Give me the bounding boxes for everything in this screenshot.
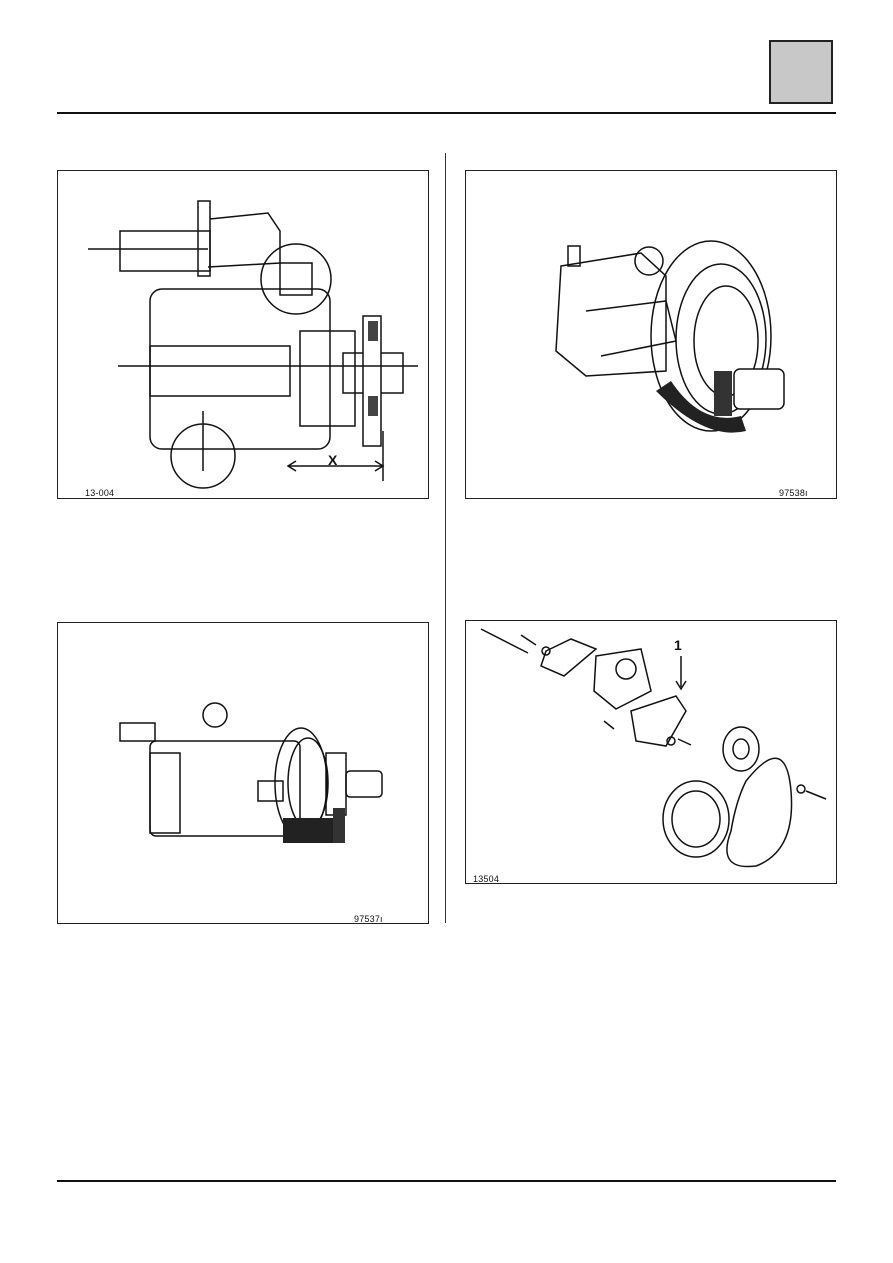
header-rule	[57, 112, 836, 114]
figure-number: 13-004	[85, 488, 115, 498]
pump-section-drawing	[88, 200, 418, 489]
figure-exploded-assembly: 1 13504	[465, 620, 837, 884]
section-tab	[769, 40, 833, 104]
pump-side-drawing	[119, 702, 383, 843]
figure-pump-pulley-perspective: 97538ı	[465, 170, 837, 499]
figure-pump-section: X 13-004	[57, 170, 429, 499]
pump-pulley-drawing	[555, 240, 785, 433]
callout-1: 1	[674, 637, 682, 653]
figure-number: 97538ı	[779, 488, 808, 498]
figure-number: 13504	[473, 874, 500, 884]
figure-pump-side-view: 97537ı	[57, 622, 429, 924]
dimension-x-label: X	[328, 452, 338, 468]
figure-number: 97537ı	[354, 914, 383, 924]
exploded-assembly-drawing	[480, 628, 827, 868]
footer-rule	[57, 1180, 836, 1182]
column-divider	[445, 153, 446, 923]
